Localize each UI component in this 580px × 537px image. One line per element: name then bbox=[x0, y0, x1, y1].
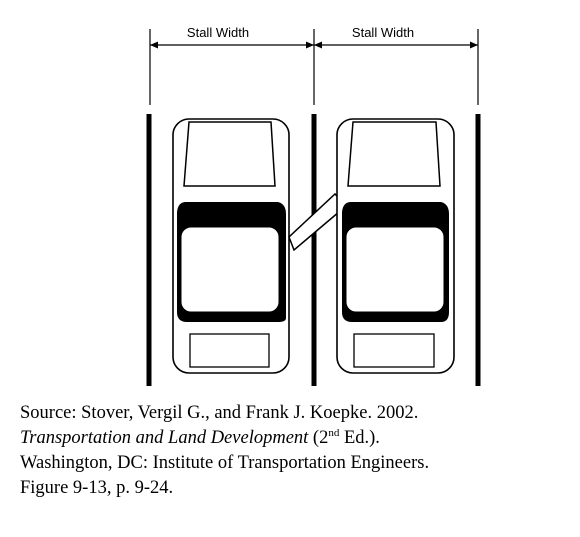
right-stall-width-label: Stall Width bbox=[352, 25, 414, 40]
caption-book-title: Transportation and Land Development bbox=[20, 428, 309, 448]
left-stall-dimension: Stall Width bbox=[149, 25, 314, 105]
center-stall-line bbox=[311, 114, 317, 386]
left-car-hood bbox=[183, 121, 276, 187]
left-car bbox=[172, 118, 290, 374]
caption-edition-pre: (2 bbox=[308, 428, 329, 448]
right-stall-dimension: Stall Width bbox=[313, 25, 479, 105]
caption-line-title: Transportation and Land Development (2nd… bbox=[20, 426, 570, 451]
right-car-hood bbox=[347, 121, 441, 187]
caption-line-authors: Source: Stover, Vergil G., and Frank J. … bbox=[20, 403, 419, 423]
right-stall-line bbox=[475, 114, 481, 386]
left-car-roof bbox=[180, 226, 280, 313]
caption-edition-sup: nd bbox=[328, 426, 340, 439]
left-car-trunk bbox=[189, 333, 270, 368]
caption-line-figure: Figure 9-13, p. 9-24. bbox=[20, 478, 174, 498]
left-stall-line bbox=[146, 114, 152, 386]
right-car-trunk bbox=[353, 333, 435, 368]
parking-stall-diagram: Stall Width Stall Width bbox=[146, 25, 481, 386]
left-stall-width-label: Stall Width bbox=[187, 25, 249, 40]
right-car bbox=[336, 118, 455, 374]
source-caption: Source: Stover, Vergil G., and Frank J. … bbox=[20, 401, 570, 501]
right-car-roof bbox=[345, 226, 445, 313]
caption-line-publisher: Washington, DC: Institute of Transportat… bbox=[20, 453, 430, 473]
caption-edition-post: Ed.). bbox=[339, 428, 380, 448]
